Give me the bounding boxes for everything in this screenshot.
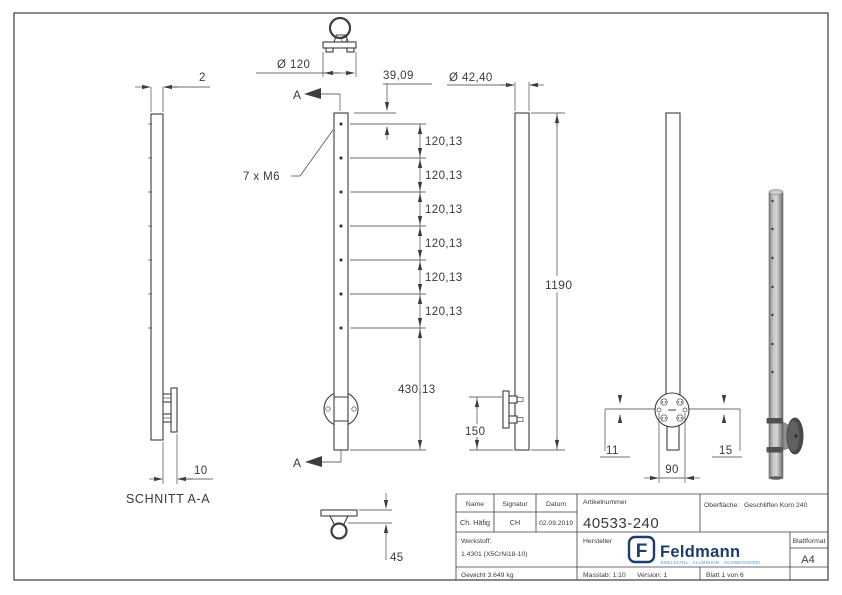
front-view-dim-top-offset: 39,09	[354, 70, 432, 140]
manufacturer-label: Hersteller	[583, 538, 613, 545]
dim-spacing-2: 120,13	[425, 170, 463, 182]
dim-detail-offset-value: 45	[390, 552, 404, 564]
front-view-section-arrow-bottom: A	[293, 450, 342, 470]
side-view-geometry	[502, 112, 530, 451]
flange-view-dim-width: 90	[644, 413, 700, 483]
dim-spacing-5: 120,13	[425, 272, 463, 284]
side-view-dim-height: 1190	[531, 112, 576, 451]
dim-spacing-6: 120,13	[425, 306, 463, 318]
article-number-label: Artikelnummer	[583, 499, 628, 506]
dim-thickness-value: 2	[199, 72, 206, 84]
section-marker-top: A	[293, 88, 301, 102]
title-block-text: Name Signatur Datum Ch. Häfig CH 02.09.2…	[460, 499, 826, 579]
flange-view-dim-left: 11	[600, 394, 655, 458]
dim-hole-spacing-value: 90	[665, 464, 679, 476]
sheet-border	[13, 12, 829, 581]
scale-value: Masstab: 1:10	[583, 572, 626, 579]
detail-view-geometry	[320, 509, 358, 540]
manufacturer-logo: F Feldmann EDELSTAHL · ALUMINIUM · SCHWE…	[627, 535, 760, 565]
dim-spacing-1: 120,13	[425, 136, 463, 148]
flange-view-dim-right: 15	[689, 394, 742, 458]
post-3d-render	[766, 189, 804, 480]
version-value: Version: 1	[637, 572, 667, 579]
surface-value: Geschliffen Korn 240	[744, 502, 808, 509]
dim-hole-left-value: 11	[606, 445, 619, 457]
dim-hole-right-value: 15	[719, 445, 733, 457]
weight-value: Gewicht 3.649 kg	[461, 572, 514, 579]
date-label: Datum	[546, 501, 566, 508]
feldmann-logo-initial: F	[636, 541, 648, 562]
author-name: Ch. Häfig	[460, 518, 490, 527]
feldmann-logo-icon	[627, 535, 656, 564]
front-view-section-arrow-top: A	[293, 88, 341, 111]
side-view-dim-bracket: 150	[463, 396, 513, 451]
dim-spacing-3: 120,13	[425, 204, 463, 216]
section-view-dim-offset: 10	[149, 434, 213, 484]
sheet-number: Blatt 1 von 6	[706, 572, 744, 579]
side-view-dim-diameter: Ø 42,40	[447, 72, 544, 111]
feldmann-brand-tagline: EDELSTAHL · ALUMINIUM · SCHWEISSEREI	[661, 560, 760, 565]
section-view-title: SCHNITT A-A	[126, 492, 210, 506]
sheet-format-value: A4	[801, 554, 814, 566]
front-view-dim-chain: 120,13 120,13 120,13 120,13 120,13 120,1…	[350, 123, 463, 451]
feldmann-brand-name: Feldmann	[660, 543, 740, 561]
flange-view-geometry	[654, 112, 690, 451]
dim-offset-value: 10	[194, 465, 208, 477]
dim-flange-dia-value: Ø 120	[277, 59, 310, 71]
section-view-dim-thickness: 2	[135, 72, 210, 112]
section-marker-bottom: A	[293, 456, 301, 470]
front-view-top-mount	[322, 16, 357, 53]
article-number: 40533-240	[583, 515, 659, 532]
dim-height-value: 1190	[545, 278, 572, 292]
dim-top-offset-value: 39,09	[383, 70, 414, 82]
material-value: 1.4301 (X5CrNi18-10)	[461, 551, 528, 558]
detail-view-dim-offset: 45	[348, 493, 404, 564]
signature-label: Signatur	[502, 501, 528, 508]
section-view-geometry	[148, 113, 178, 441]
surface-label: Oberfläche:	[704, 502, 739, 509]
drawing-date: 02.09.2019	[539, 520, 573, 527]
dim-diameter-value: Ø 42,40	[449, 72, 493, 84]
material-label: Werkstoff:	[461, 538, 491, 545]
author-signature: CH	[510, 518, 520, 527]
front-view-post	[323, 112, 359, 451]
dim-bracket-value: 150	[465, 426, 485, 438]
front-view-dim-flange-dia: Ø 120	[256, 52, 357, 77]
sheet-format-label: Blattformat	[793, 538, 826, 545]
title-block-grid	[455, 493, 828, 580]
dim-bottom-offset-value: 430,13	[398, 384, 436, 396]
dim-spacing-4: 120,13	[425, 238, 463, 250]
name-label: Name	[466, 501, 484, 508]
holes-label: 7 x M6	[243, 171, 280, 183]
front-view-holes-label: 7 x M6	[243, 129, 334, 183]
